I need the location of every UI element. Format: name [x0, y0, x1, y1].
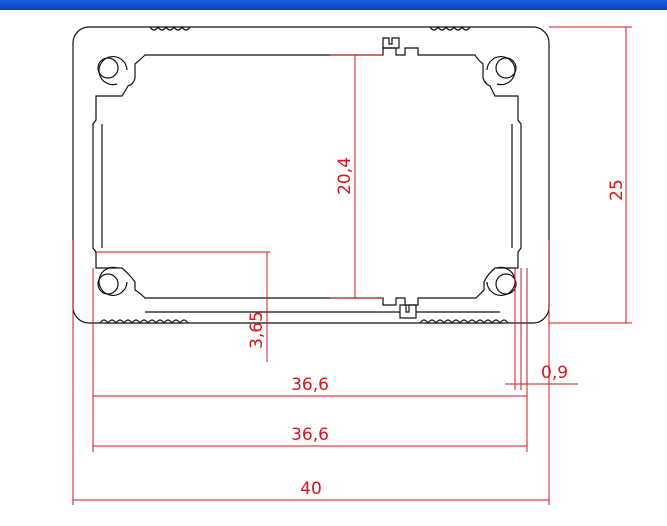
corner-boss-top-left — [97, 55, 128, 86]
top-key-slot — [382, 37, 400, 49]
dimension-slot-offset: 3,65 — [96, 251, 270, 362]
top-fin-serrations — [149, 25, 471, 31]
dimension-inner-height: 20,4 — [330, 54, 384, 299]
label-overall-height: 25 — [607, 179, 627, 201]
dimension-overall-height: 25 — [549, 26, 632, 324]
dimension-overall-width: 40 — [72, 240, 550, 505]
label-inner-width-lower: 36,6 — [291, 425, 329, 445]
label-inner-width-upper: 36,6 — [291, 375, 329, 395]
header-bar — [0, 0, 667, 10]
bottom-key-slot — [399, 304, 417, 319]
label-inner-height: 20,4 — [335, 157, 355, 195]
corner-boss-bottom-left — [97, 266, 128, 297]
corner-boss-bottom-right — [486, 266, 517, 297]
outer-profile-outline — [72, 26, 550, 324]
dimension-inner-width-lower: 36,6 — [93, 425, 527, 447]
dimension-inner-width-upper: 36,6 — [92, 268, 528, 452]
label-overall-width: 40 — [300, 479, 322, 499]
label-wall-thickness: 0,9 — [541, 363, 568, 383]
dimension-wall-thickness: 0,9 — [505, 268, 578, 390]
inner-cavity-outline — [92, 47, 522, 306]
corner-boss-top-right — [486, 55, 517, 86]
bottom-fin-serrations — [99, 319, 509, 325]
label-slot-offset: 3,65 — [247, 311, 267, 349]
aluminum-profile — [72, 25, 550, 325]
